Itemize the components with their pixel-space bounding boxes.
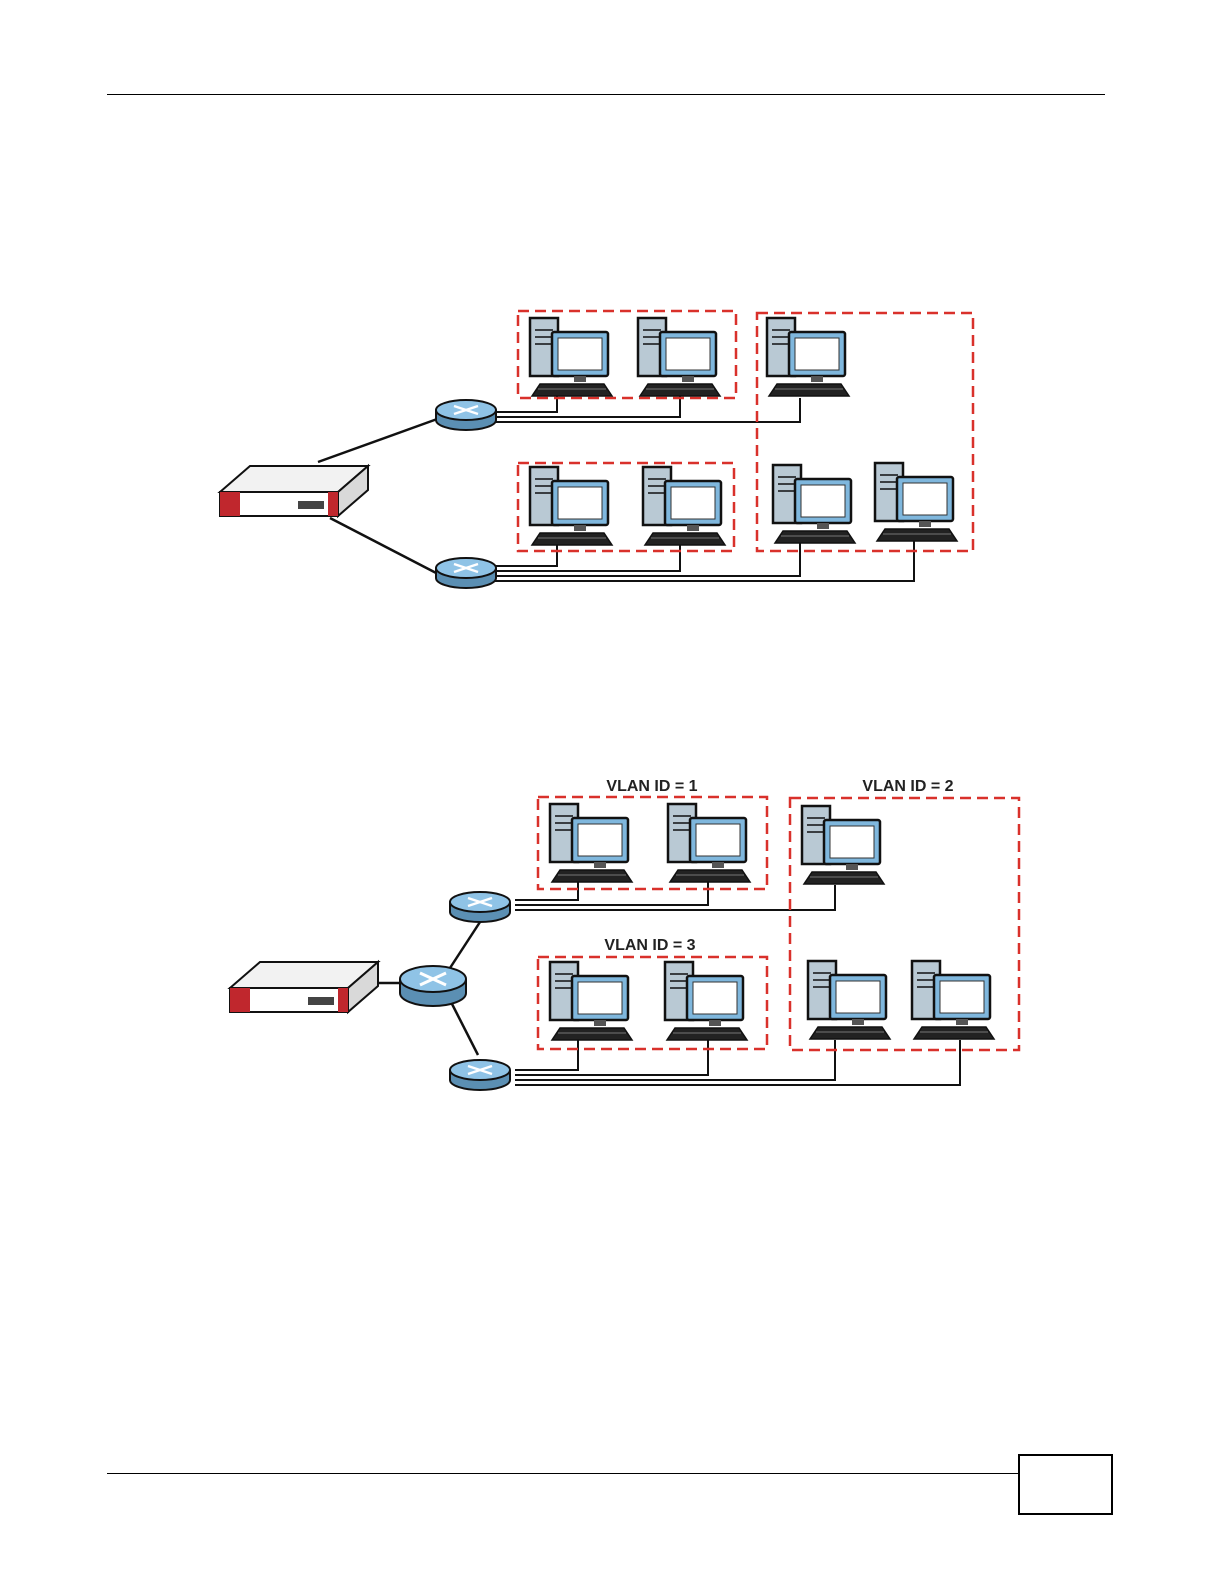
cable: [495, 398, 800, 422]
computer-icon: [550, 962, 632, 1040]
computer-icon: [550, 804, 632, 882]
computer-icon: [668, 804, 750, 882]
switch-icon: [436, 558, 496, 588]
computer-icon: [767, 318, 849, 396]
uplink-cable: [330, 518, 440, 575]
switch-icon: [450, 892, 510, 922]
header-rule: [107, 94, 1105, 95]
firewall-device-icon: [230, 962, 378, 1012]
page-number-box: [1018, 1454, 1113, 1515]
vlan-label-1: VLAN ID = 1: [606, 778, 697, 795]
network-diagram-with-vlan: VLAN ID = 1 VLAN ID = 2 VLAN ID = 3: [0, 770, 1224, 1110]
computer-icon: [912, 961, 994, 1039]
computer-icon: [773, 465, 855, 543]
uplink-cable: [450, 922, 480, 968]
uplink-cable: [450, 1000, 478, 1055]
switch-icon: [436, 400, 496, 430]
cable: [515, 880, 708, 905]
computer-icon: [802, 806, 884, 884]
footer-rule: [107, 1473, 1018, 1474]
core-switch-icon: [400, 966, 466, 1006]
computer-icon: [638, 318, 720, 396]
computer-icon: [643, 467, 725, 545]
computer-icon: [530, 467, 612, 545]
cable: [515, 1040, 960, 1085]
switch-icon: [450, 1060, 510, 1090]
computer-icon: [530, 318, 612, 396]
uplink-cable: [318, 418, 440, 462]
computer-icon: [808, 961, 890, 1039]
computer-icon: [875, 463, 957, 541]
cable: [515, 1040, 578, 1070]
firewall-device-icon: [220, 466, 368, 516]
vlan-label-2: VLAN ID = 2: [862, 778, 953, 795]
vlan-label-3: VLAN ID = 3: [604, 937, 695, 954]
network-diagram-before-vlan: [0, 300, 1224, 600]
computer-icon: [665, 962, 747, 1040]
